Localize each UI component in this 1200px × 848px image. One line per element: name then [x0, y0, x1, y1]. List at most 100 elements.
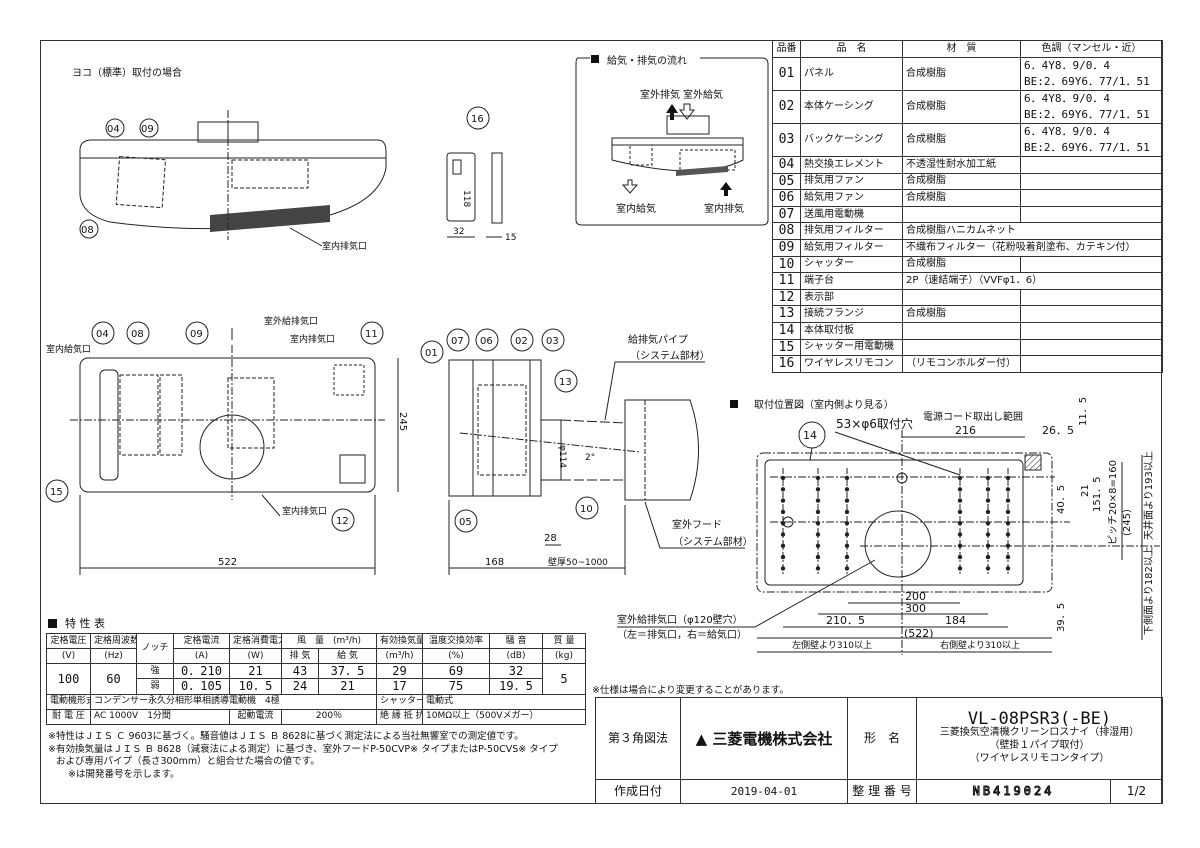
title-block-company: 三菱電機株式会社: [712, 729, 833, 748]
wall-hole: [864, 510, 932, 578]
part-material: [902, 321, 1021, 340]
model-number: VL-08PSR3(-BE): [967, 708, 1112, 729]
side-view: 01 07 06 02 03 13 10 05 給排気パイプ （システム部材） …: [420, 328, 753, 575]
mount-view-dims-d210-5: 210．5: [826, 614, 865, 627]
spec-headers-freq-1: (Hz): [90, 648, 137, 664]
mounting-hole: [844, 521, 850, 526]
front-view-balloons-1: 08: [131, 329, 144, 340]
parts-header-cell: 色調（マンセル・近）: [1020, 40, 1163, 58]
part-number: 12: [772, 288, 801, 307]
spec-voltage: 100: [46, 663, 91, 695]
part-number: 03: [772, 123, 801, 157]
spec-freq: 60: [90, 663, 137, 695]
part-material: 合成樹脂: [902, 189, 1021, 207]
flow-indoor-supply: 室内給気: [616, 202, 656, 215]
part-name: 排気用フィルター: [800, 222, 903, 240]
part-material: （リモコンホルダー付）: [902, 355, 1021, 373]
mount-view-dims-d522: (522): [904, 627, 934, 640]
top-view-balloons-2: 08: [81, 225, 94, 236]
flow-indoor-exhaust: 室内排気: [704, 202, 744, 215]
part-name: パネル: [800, 57, 903, 91]
top-view: ヨコ（標準）取付の場合 04 09 08 室内排気口 16 118 32 15: [72, 66, 516, 252]
mounting-hole: [780, 532, 786, 537]
side-view-balloons-6: 10: [580, 504, 593, 515]
spec-insulation: 10MΩ以上（500Vメガー）: [422, 708, 587, 725]
part-number: 01: [772, 57, 801, 91]
balloon-16: [466, 106, 490, 130]
spec-rows-1-exhaust: 24: [281, 678, 319, 695]
side-view-d168: 168: [485, 557, 504, 568]
part-color: [1020, 321, 1163, 340]
mounting-hole: [985, 509, 991, 515]
front-view: 室内給気口 室外給排気口 室内排気口 室内排気口 04 08 09 11 15 …: [45, 315, 408, 575]
spec-headers-freq-0: 定格周波数: [90, 633, 137, 649]
side-view-d114: φ114: [557, 445, 567, 468]
color-value: 6．4Y8．9/0．4: [1024, 125, 1110, 138]
part-number: 10: [772, 255, 801, 274]
mount-view-dims-d184: 184: [945, 614, 966, 627]
part-number: 04: [772, 156, 801, 174]
mounting-hole: [1005, 509, 1011, 515]
part-number: 15: [772, 338, 801, 357]
spec-title: 特 性 表: [65, 617, 105, 630]
spec-headers-effective-0: 有効換気量: [376, 633, 424, 649]
front-view-indoor-exhaust-top: 室内排気口: [290, 333, 335, 345]
spec-notes-0: ※特性はＪＩＳ Ｃ 9603に基づく。騒音値はＪＩＳ Ｂ 8628に基づく測定法…: [48, 731, 524, 742]
part-color: [1020, 355, 1163, 373]
model-cell: VL-08PSR3(-BE) 三菱換気空清機クリーンロスナイ（排湿用） （壁掛１…: [916, 697, 1163, 780]
spec-motor-label: 電動機形式: [46, 693, 91, 710]
spec-rows-0-current: 0．210: [173, 662, 230, 680]
spec-notes-3: ※は開発番号を示します。: [68, 768, 180, 780]
spec-headers-noise-1: (dB): [489, 648, 544, 664]
mounting-hole: [844, 532, 850, 537]
remote-control: [446, 152, 476, 222]
spec-headers-mass-1: (kg): [542, 648, 587, 664]
part-number: 02: [772, 90, 801, 124]
title-block: 第３角図法 ▲ 三菱電機株式会社 形 名 VL-08PSR3(-BE) 三菱換気…: [595, 697, 1163, 804]
part-color: [1020, 338, 1163, 357]
parts-header-cell: 品 名: [800, 40, 903, 58]
spec-headers-effective-1: (m³/h): [376, 648, 424, 664]
side-view-pipe-label-0: 給排気パイプ: [628, 333, 688, 346]
mount-view-dims-ceiling: 天井面より193以上: [1142, 451, 1155, 540]
airflow-diagram: 給気・排気の流れ 室外排気 室外給気 室内給気 室内排気: [575, 54, 769, 226]
title-block-product-lines-2: （ワイヤレスリモコンタイプ）: [969, 752, 1110, 764]
part-number: 06: [772, 189, 801, 207]
spec-mass: 5: [542, 663, 587, 695]
color-value: 6．4Y8．9/0．4: [1024, 59, 1110, 72]
part-material: 合成樹脂: [902, 305, 1021, 323]
top-view-balloons-0: 04: [107, 124, 120, 135]
spec-heading: 特 性 表: [48, 615, 105, 631]
side-view-hood-label-0: 室外フード: [672, 518, 722, 531]
top-view-dims-h118: 118: [461, 190, 471, 207]
part-number: 14: [772, 321, 801, 340]
title-block-product-lines-1: （壁掛１パイプ取付）: [989, 739, 1090, 751]
mount-view-dims-pitch: ピッチ20×8=160: [1107, 460, 1119, 545]
mounting-hole: [844, 509, 850, 515]
mount-view-dims-d11-5: 11．5: [1078, 397, 1089, 426]
side-view-balloons-2: 06: [480, 336, 493, 347]
part-color: [1020, 255, 1163, 274]
part-name: ワイヤレスリモコン: [800, 355, 903, 373]
spec-rows-0-notch: 強: [136, 662, 174, 680]
top-view-balloons-1: 09: [141, 124, 154, 135]
mount-view-dims-d151-5: 151．5: [1092, 477, 1103, 512]
part-number: 11: [772, 272, 801, 290]
mounting-hole: [815, 521, 821, 526]
mount-view-wall-hole-0: 室外給排気口（φ120壁穴）: [617, 613, 743, 626]
mount-view-dims-right: 右側壁より310以上: [940, 639, 1020, 651]
spec-rows-0-power: 21: [229, 662, 282, 680]
part-material: 不織布フィルター（花粉吸着剤塗布、カテキン付）: [902, 238, 1163, 257]
part-material: [902, 205, 1021, 224]
mount-view-balloon: 14: [803, 429, 817, 442]
spec-notes: ※特性はＪＩＳ Ｃ 9603に基づく。騒音値はＪＩＳ Ｂ 8628に基づく測定法…: [48, 731, 558, 781]
spec-motor: コンデンサー永久分相形単相誘導電動機 4極: [89, 693, 378, 710]
